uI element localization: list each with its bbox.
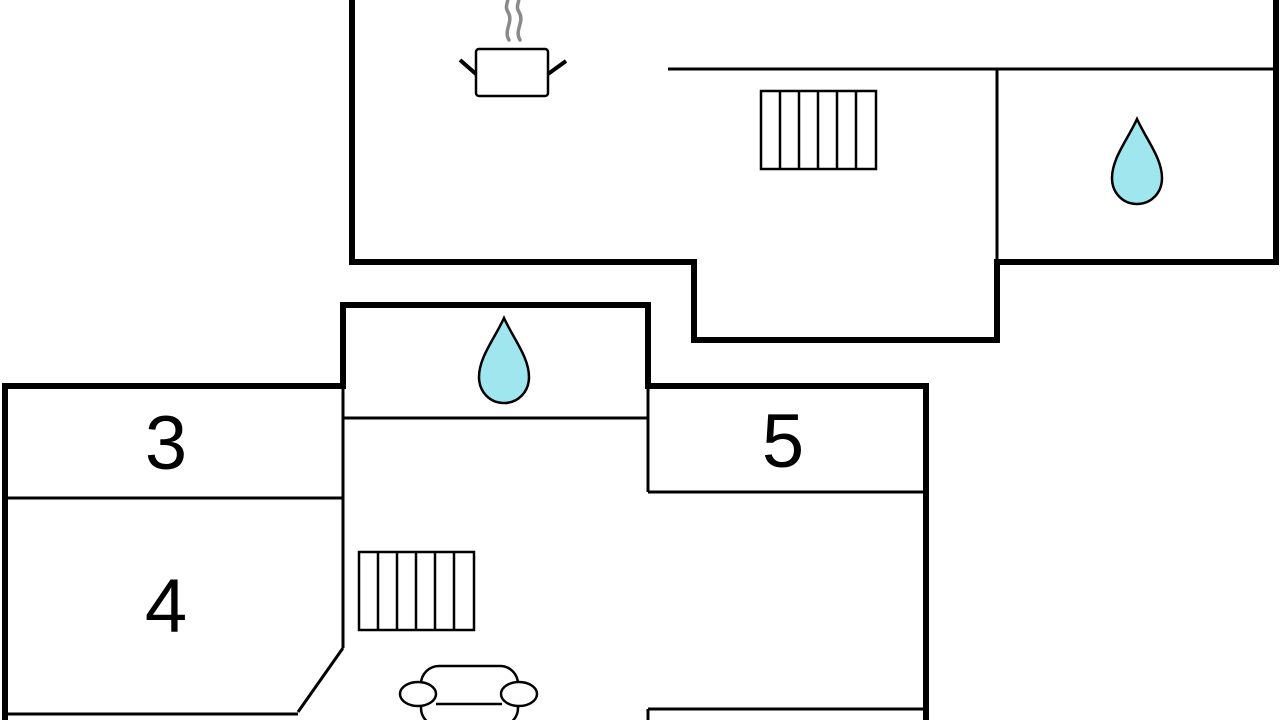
- upper-unit: [349, 0, 1279, 343]
- steam-line: [504, 0, 512, 42]
- room-label-5: 5: [762, 399, 804, 484]
- lower-unit-outer-wall: [2, 302, 929, 720]
- pot-handle-right: [546, 59, 568, 76]
- lower-unit: 3 4 5: [2, 302, 929, 720]
- steam-line: [515, 0, 523, 42]
- pot-body: [474, 47, 550, 98]
- radiator-icon: [357, 550, 476, 632]
- sofa-arm-left: [398, 680, 438, 708]
- cooking-pot-icon: [458, 0, 568, 98]
- radiator-icon: [759, 89, 878, 171]
- room-label-4: 4: [145, 564, 187, 649]
- room-label-3: 3: [145, 401, 187, 486]
- pot-handle-left: [458, 58, 478, 76]
- sofa-icon: [398, 664, 539, 720]
- upper-unit-outer-wall: [349, 0, 1279, 343]
- water-drop-icon: [1110, 115, 1164, 206]
- sofa-arm-right: [499, 680, 539, 708]
- water-drop-icon: [477, 314, 531, 405]
- hall-diagonal-wall: [296, 647, 345, 713]
